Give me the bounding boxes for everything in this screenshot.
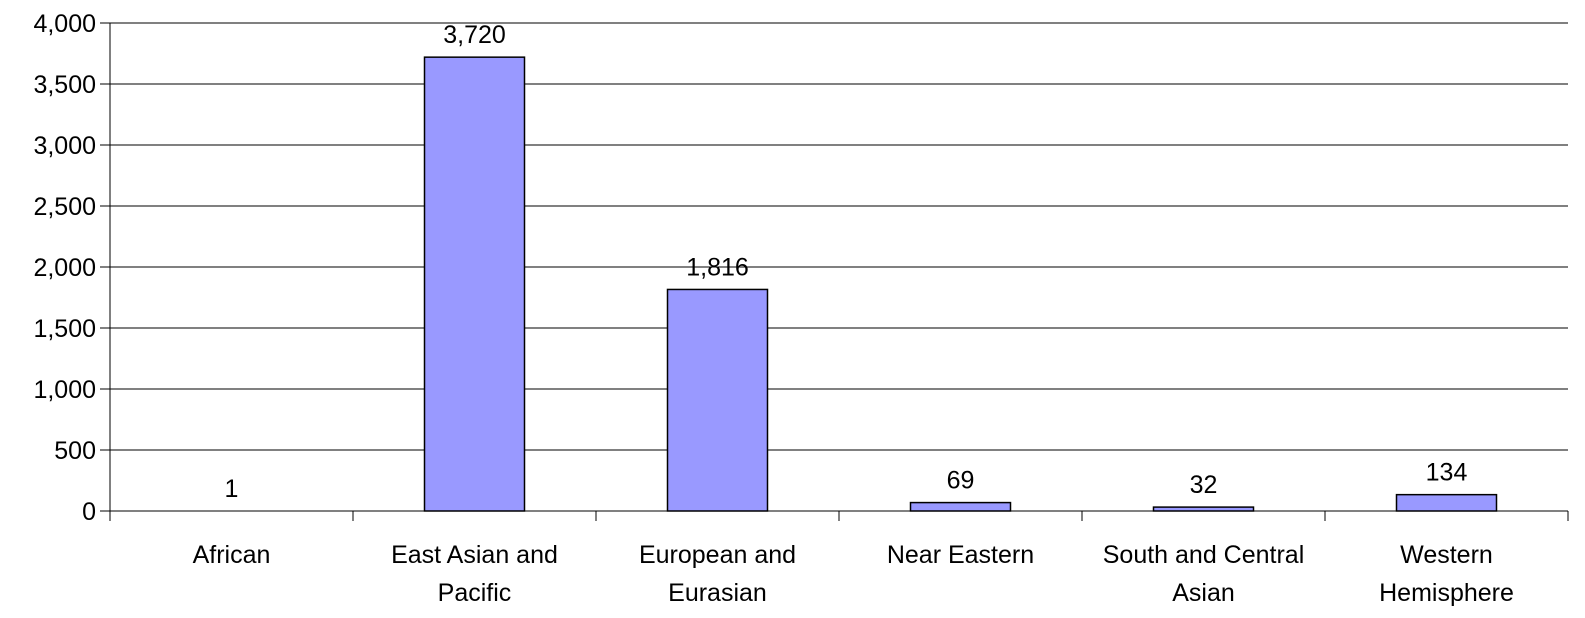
- category-label: Asian: [1172, 579, 1235, 607]
- category-label: Eurasian: [668, 579, 767, 607]
- bar: [1395, 493, 1498, 512]
- category-label: South and Central: [1103, 541, 1305, 569]
- y-tick-label: 1,500: [33, 315, 96, 343]
- y-tick-label: 3,000: [33, 132, 96, 160]
- axes: [100, 22, 1569, 521]
- data-label: 134: [1426, 459, 1468, 487]
- category-label: Hemisphere: [1379, 579, 1514, 607]
- y-tick-label: 4,000: [33, 10, 96, 38]
- y-tick-label: 1,000: [33, 376, 96, 404]
- data-label: 1: [225, 475, 239, 503]
- data-label: 32: [1190, 471, 1218, 499]
- bar: [666, 288, 769, 512]
- y-tick-label: 2,000: [33, 254, 96, 282]
- y-tick-label: 0: [82, 498, 96, 526]
- gridlines: [110, 22, 1568, 451]
- bar: [909, 501, 1012, 512]
- category-label: Pacific: [438, 579, 512, 607]
- category-label: East Asian and: [391, 541, 558, 569]
- category-label: Near Eastern: [887, 541, 1034, 569]
- data-label: 69: [947, 467, 975, 495]
- labels: 0 500 1,000 1,500 2,000 2,500 3,000 3,500 4,000 1…: [33, 10, 1513, 607]
- data-label: 3,720: [443, 21, 506, 49]
- bar: [423, 56, 526, 512]
- bars: [423, 56, 1498, 512]
- category-label: Western: [1400, 541, 1493, 569]
- y-tick-label: 2,500: [33, 193, 96, 221]
- y-tick-label: 3,500: [33, 71, 96, 99]
- data-label: 1,816: [686, 253, 749, 281]
- y-tick-label: 500: [54, 437, 96, 465]
- category-label: European and: [639, 541, 796, 569]
- category-label: African: [193, 541, 271, 569]
- bar: [1152, 506, 1255, 512]
